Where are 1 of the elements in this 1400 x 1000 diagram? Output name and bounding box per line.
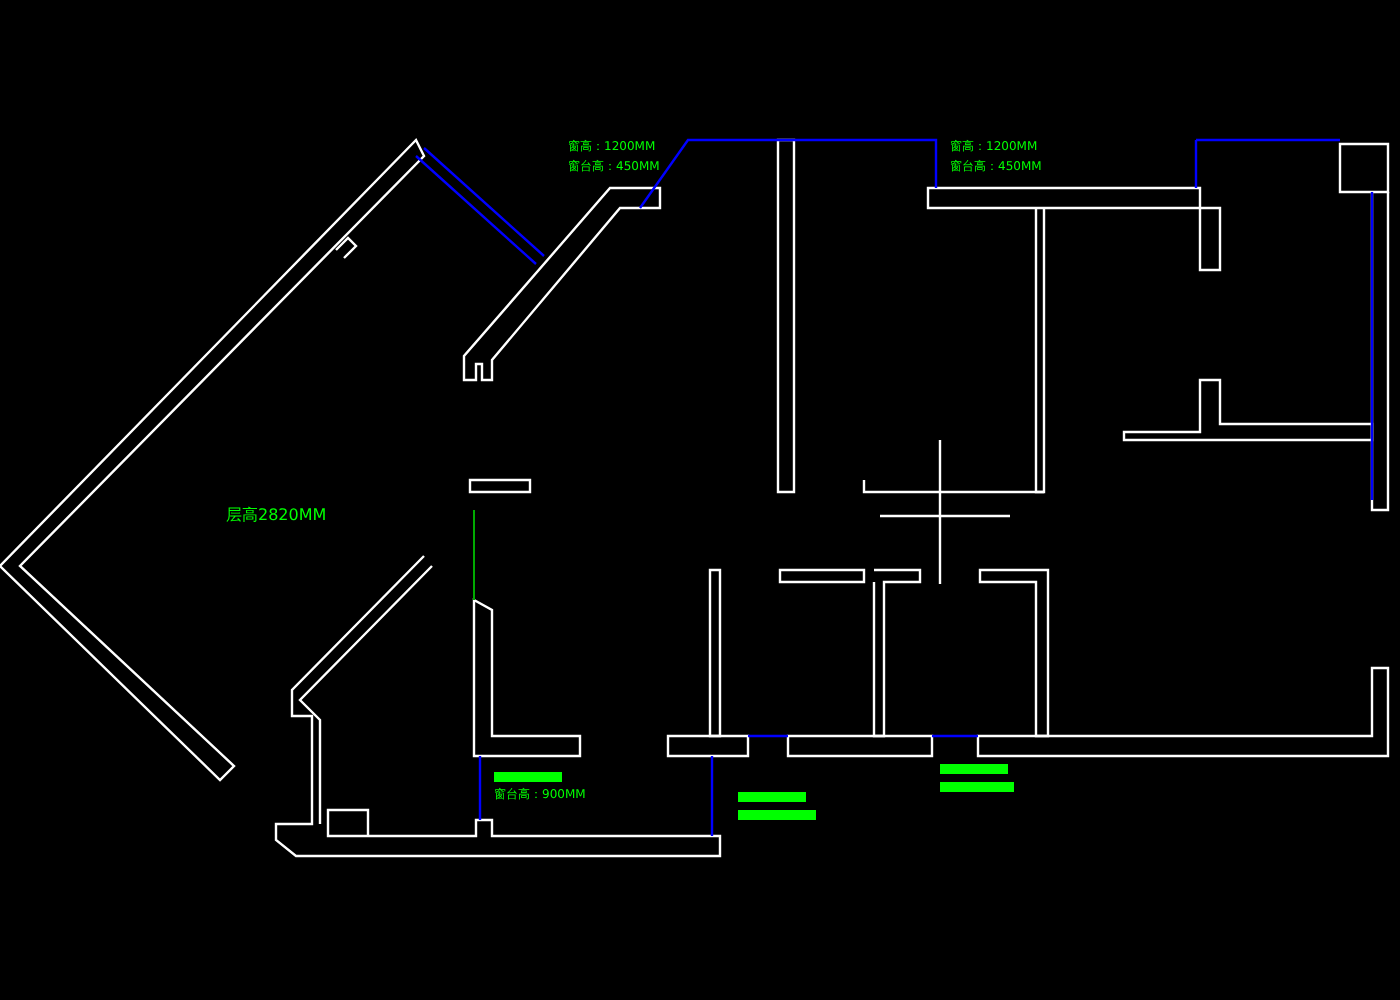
- dimension-note: 层高2820MM: [226, 508, 327, 522]
